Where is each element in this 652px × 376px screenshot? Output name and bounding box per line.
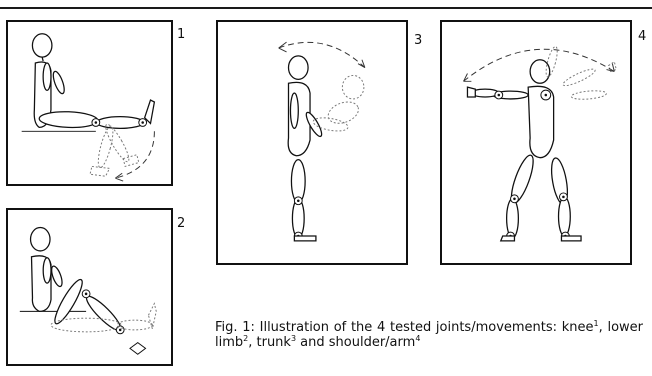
- caption-label: Fig. 1:: [215, 320, 255, 335]
- panel-number-3: 3: [414, 34, 422, 47]
- panel-number-1: 1: [177, 28, 185, 41]
- lower-limb-illustration: [8, 210, 171, 364]
- figure-panel-trunk: [216, 20, 408, 265]
- knee-extension-illustration: [8, 22, 171, 184]
- figure-panel-knee: [6, 20, 173, 186]
- figure-caption: Fig. 1: Illustration of the 4 tested joi…: [215, 320, 643, 350]
- caption-sup-4: 4: [415, 334, 420, 343]
- panel-number-4: 4: [638, 30, 646, 43]
- caption-text: Illustration of the 4 tested joints/move…: [260, 320, 594, 335]
- figure-panel-lower-limb: [6, 208, 173, 366]
- top-rule: [0, 7, 652, 9]
- panel-number-2: 2: [177, 217, 185, 230]
- figure-panel-shoulder-arm: [440, 20, 632, 265]
- caption-text-3: , trunk: [248, 335, 291, 350]
- shoulder-arm-illustration: [442, 22, 630, 263]
- trunk-rotation-illustration: [218, 22, 406, 263]
- caption-text-4: and shoulder/arm: [296, 335, 415, 350]
